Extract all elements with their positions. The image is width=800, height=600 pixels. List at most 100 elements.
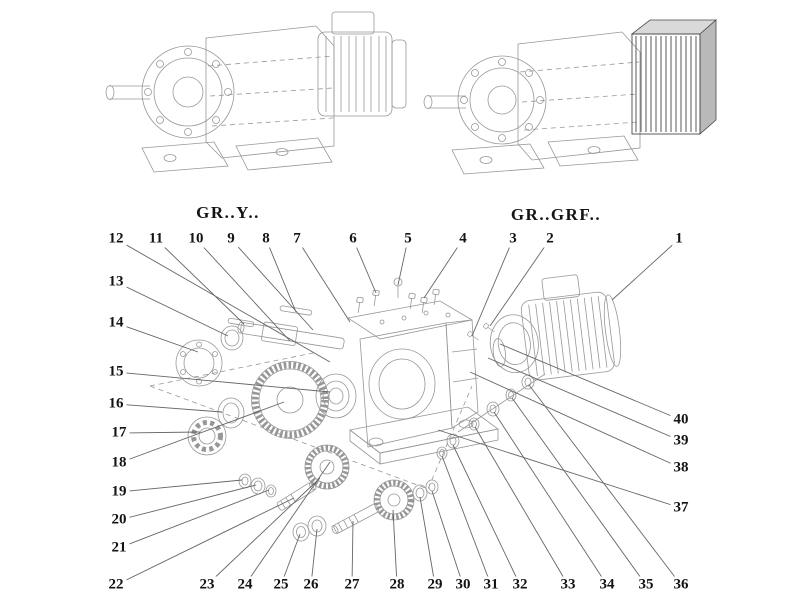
mounting-feet: [141, 137, 333, 173]
part-number-23: 23: [196, 576, 218, 594]
part-number-31: 31: [480, 576, 502, 594]
leader-line-31: [441, 455, 492, 586]
fan-cover: [391, 39, 407, 109]
part-number-40: 40: [670, 411, 692, 429]
leader-line-11: [155, 238, 245, 325]
leader-line-30: [431, 490, 464, 586]
leader-line-9: [230, 238, 314, 331]
leader-line-32: [452, 444, 521, 586]
assembled-gearmotor-gr-grf: [423, 19, 718, 175]
leader-line-29: [419, 496, 436, 586]
leader-line-21: [118, 489, 270, 549]
part-number-35: 35: [635, 576, 657, 594]
shaft-key: [227, 317, 255, 328]
leader-line-17: [118, 431, 201, 434]
leader-line-40: [499, 343, 682, 421]
ball-bearing: [187, 416, 227, 456]
variant-label-gr-y: GR..Y..: [196, 203, 260, 222]
motor-terminal-box: [541, 274, 581, 301]
construction-line-2: [149, 351, 319, 387]
part-number-16: 16: [105, 395, 127, 413]
bearing-flange: [175, 339, 223, 387]
gearbox-front-face-2: [457, 55, 547, 145]
part-number-5: 5: [401, 230, 415, 248]
part-number-1: 1: [672, 230, 686, 248]
leader-line-35: [511, 397, 647, 586]
part-number-12: 12: [105, 230, 127, 248]
part-number-26: 26: [300, 576, 322, 594]
assembled-gearmotor-gr-y: [105, 11, 407, 173]
part-number-11: 11: [145, 230, 167, 248]
housing-bolts: [354, 277, 440, 314]
part-number-9: 9: [224, 230, 238, 248]
output-shaft: [237, 321, 345, 350]
pinion-shaft: [276, 481, 317, 511]
intermediate-gear: [304, 444, 350, 490]
leader-line-10: [195, 238, 291, 342]
leader-line-15: [115, 371, 331, 393]
part-number-7: 7: [290, 230, 304, 248]
leader-line-13: [115, 281, 229, 337]
leader-line-14: [115, 322, 199, 353]
part-number-10: 10: [185, 230, 207, 248]
leader-line-6: [352, 238, 377, 294]
leader-line-34: [493, 411, 608, 586]
exploded-view: [149, 274, 622, 542]
leader-line-12: [115, 238, 331, 363]
part-number-15: 15: [105, 363, 127, 381]
oil-seal: [217, 397, 245, 429]
washer-pair: [292, 515, 327, 542]
variant-label-gr-grf: GR..GRF..: [510, 205, 602, 224]
assembled-output-shaft: [105, 85, 150, 100]
part-number-4: 4: [456, 230, 470, 248]
leader-line-33: [474, 426, 569, 586]
part-number-34: 34: [596, 576, 618, 594]
leader-line-28: [392, 509, 398, 586]
second-gear: [373, 479, 415, 521]
washer-set: [238, 473, 277, 498]
gearbox-body: [205, 25, 335, 159]
gearbox-body-2: [517, 31, 641, 161]
part-number-37: 37: [670, 499, 692, 517]
leader-line-20: [118, 484, 257, 521]
leader-line-7: [296, 238, 351, 323]
part-number-25: 25: [270, 576, 292, 594]
part-number-13: 13: [105, 273, 127, 291]
leader-line-23: [206, 477, 321, 586]
output-gear: [251, 361, 329, 439]
leader-line-16: [115, 403, 223, 413]
gear-bushing: [315, 373, 357, 419]
electric-motor: [489, 274, 622, 381]
part-number-8: 8: [259, 230, 273, 248]
part-number-39: 39: [670, 432, 692, 450]
leader-line-8: [265, 238, 297, 313]
part-number-33: 33: [557, 576, 579, 594]
leader-line-26: [310, 528, 318, 586]
part-number-30: 30: [452, 576, 474, 594]
leader-line-22: [115, 497, 295, 586]
construction-line: [149, 385, 473, 490]
part-number-18: 18: [108, 454, 130, 472]
part-number-28: 28: [386, 576, 408, 594]
drive-shaft: [331, 503, 380, 535]
terminal-box: [331, 11, 375, 35]
leader-line-38: [469, 371, 682, 469]
leader-line-4: [423, 238, 464, 299]
leader-line-1: [611, 238, 680, 301]
part-number-38: 38: [670, 459, 692, 477]
retaining-ring: [220, 325, 244, 351]
part-number-27: 27: [341, 576, 363, 594]
ring-set: [412, 433, 460, 502]
part-number-19: 19: [108, 483, 130, 501]
part-number-14: 14: [105, 314, 127, 332]
part-number-32: 32: [509, 576, 531, 594]
leader-line-24: [244, 461, 331, 586]
part-number-17: 17: [108, 424, 130, 442]
leader-line-19: [118, 479, 243, 493]
part-number-24: 24: [234, 576, 256, 594]
leader-lines: [115, 238, 682, 586]
dark-fin-cover: [630, 19, 718, 135]
assembled-output-shaft-2: [423, 95, 466, 109]
gear-housing: [346, 300, 499, 465]
